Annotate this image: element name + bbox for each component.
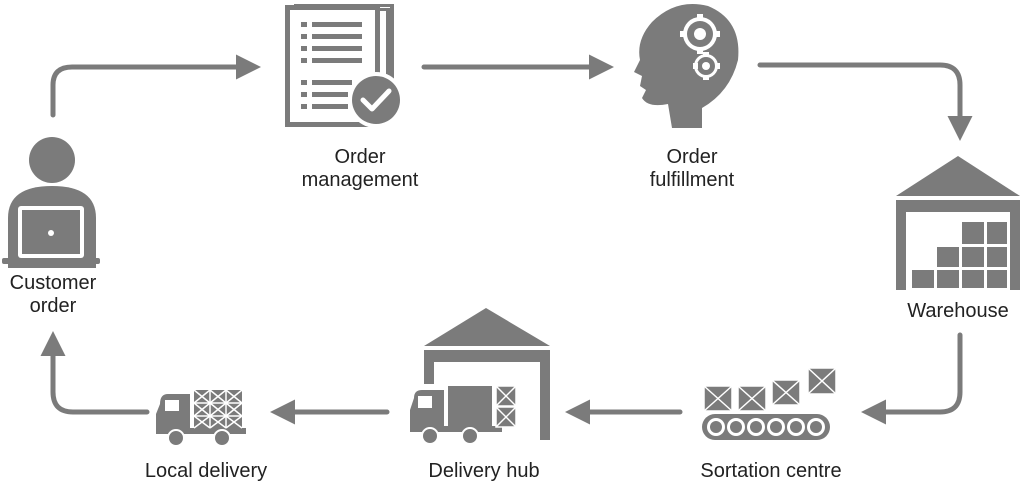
customer-order-label: Customer order xyxy=(9,272,97,317)
arrow-fulfillment-to-warehouse xyxy=(757,62,973,141)
head-gears-icon xyxy=(634,4,739,128)
delivery-hub-icon xyxy=(410,308,550,445)
warehouse-icon xyxy=(896,156,1020,290)
person-laptop-icon xyxy=(2,137,100,268)
arrow-local-to-customer xyxy=(40,331,150,415)
arrow-customer-to-management xyxy=(50,54,261,118)
order-fulfillment-label: Order fulfillment xyxy=(649,146,735,191)
local-delivery-label: Local delivery xyxy=(144,460,268,482)
arrow-warehouse-to-sortation xyxy=(861,332,963,425)
checklist-document-icon xyxy=(285,4,404,128)
delivery-hub-label: Delivery hub xyxy=(428,460,540,482)
sortation-centre-label: Sortation centre xyxy=(700,460,842,482)
order-management-label: Order management xyxy=(301,146,419,191)
conveyor-boxes-icon xyxy=(702,367,837,440)
warehouse-label: Warehouse xyxy=(907,300,1009,322)
delivery-truck-icon xyxy=(156,389,246,447)
